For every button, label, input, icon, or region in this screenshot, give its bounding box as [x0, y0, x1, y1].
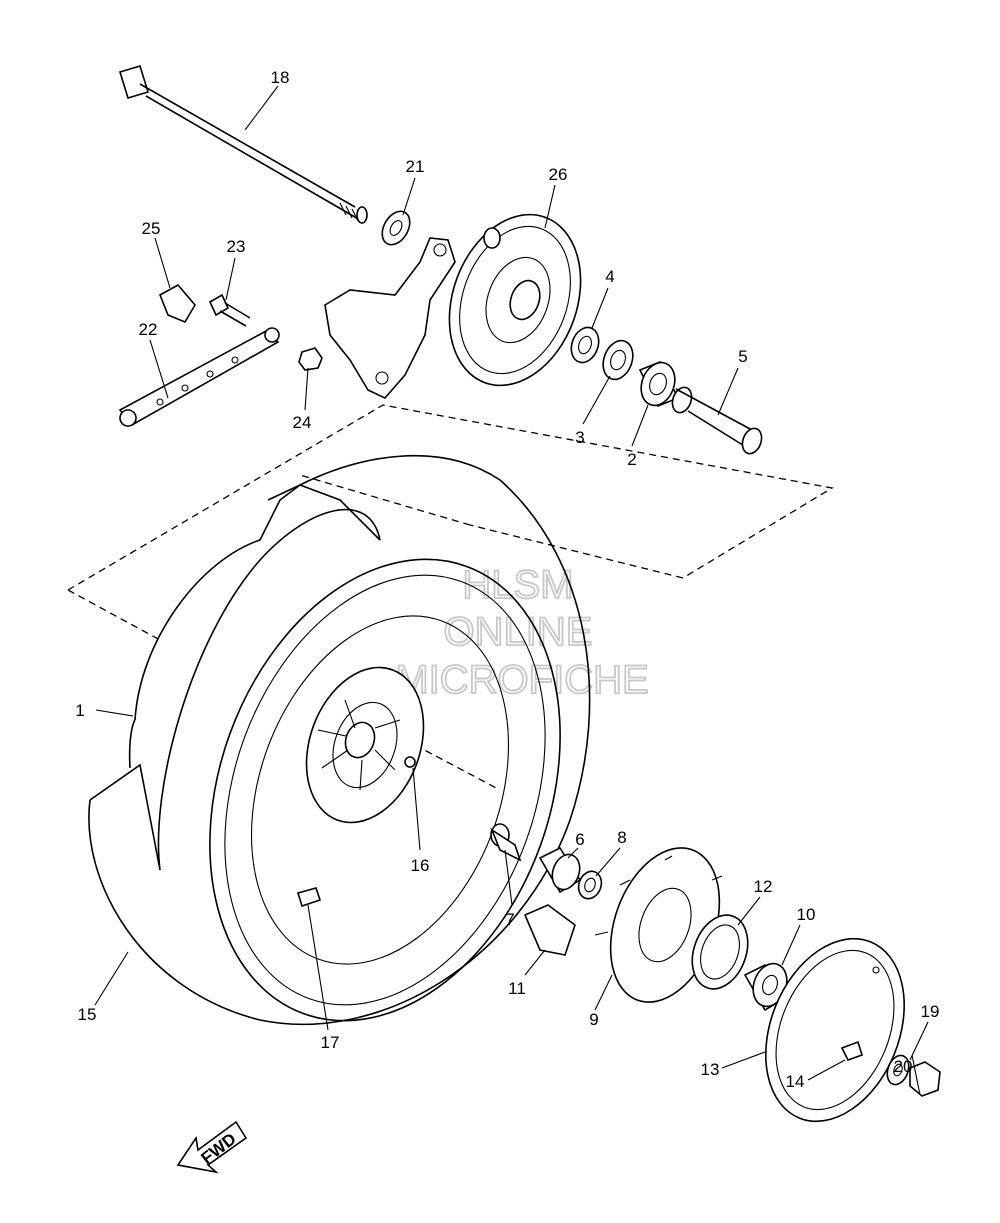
clip-part — [158, 283, 196, 324]
callout-2: 2 — [627, 450, 636, 469]
watermark-line-2: ONLINE — [444, 610, 593, 654]
hub-spacer-part — [602, 339, 634, 381]
callouts: 18 21 26 25 23 22 24 4 3 2 5 1 16 15 17 … — [75, 68, 939, 1091]
wheel-hub-part — [305, 666, 425, 824]
callout-10: 10 — [797, 905, 816, 924]
bearing-part — [638, 360, 680, 408]
callout-9: 9 — [589, 1010, 598, 1029]
watermark-line-1: HLSM — [462, 563, 573, 607]
washer-2-part — [886, 1054, 910, 1086]
callout-17: 17 — [321, 1033, 340, 1052]
valve-part — [296, 887, 322, 908]
leader-lines — [94, 85, 929, 1096]
hub-bearing-2-part — [743, 962, 788, 1012]
callout-6: 6 — [575, 830, 584, 849]
callout-7: 7 — [505, 910, 514, 929]
callout-22: 22 — [139, 320, 158, 339]
watermark: HLSM ONLINE MICROFICHE — [394, 562, 649, 703]
callout-25: 25 — [142, 219, 161, 238]
wheel-seal-part — [577, 870, 603, 900]
callout-23: 23 — [227, 237, 246, 256]
collar-part — [671, 386, 763, 455]
brake-hub-part — [448, 213, 582, 387]
axle-nut-part — [909, 1061, 941, 1097]
callout-14: 14 — [786, 1072, 805, 1091]
wheel-collar-part — [490, 823, 522, 862]
callout-11: 11 — [508, 979, 526, 998]
callout-4: 4 — [605, 267, 614, 286]
callout-3: 3 — [575, 428, 584, 447]
nut-part — [298, 347, 323, 371]
caliper-bracket-part — [324, 237, 456, 399]
callout-12: 12 — [754, 877, 773, 896]
callout-20: 20 — [894, 1057, 913, 1076]
hub-seal-part — [570, 326, 600, 364]
damper-part — [523, 904, 576, 956]
screw-part — [840, 1040, 863, 1061]
torque-rod-part — [118, 327, 280, 427]
wheel-bearing-part — [538, 846, 582, 894]
callout-21: 21 — [406, 157, 425, 176]
callout-16: 16 — [411, 856, 430, 875]
axle-part — [118, 65, 368, 224]
cover-plate-part — [765, 937, 905, 1123]
callout-19: 19 — [921, 1002, 940, 1021]
callout-8: 8 — [617, 828, 626, 847]
callout-15: 15 — [78, 1005, 97, 1024]
hub-seal-2-part — [691, 914, 749, 990]
assembly-outline — [67, 404, 834, 791]
bolt-part — [208, 293, 251, 327]
callout-18: 18 — [271, 68, 290, 87]
watermark-line-3: MICROFICHE — [395, 658, 648, 702]
callout-5: 5 — [738, 347, 747, 366]
callout-26: 26 — [549, 165, 568, 184]
callout-13: 13 — [701, 1060, 720, 1079]
fwd-arrow-icon: FWD — [176, 1120, 248, 1174]
callout-1: 1 — [75, 701, 84, 720]
callout-24: 24 — [293, 413, 312, 432]
washer-part — [381, 210, 411, 246]
